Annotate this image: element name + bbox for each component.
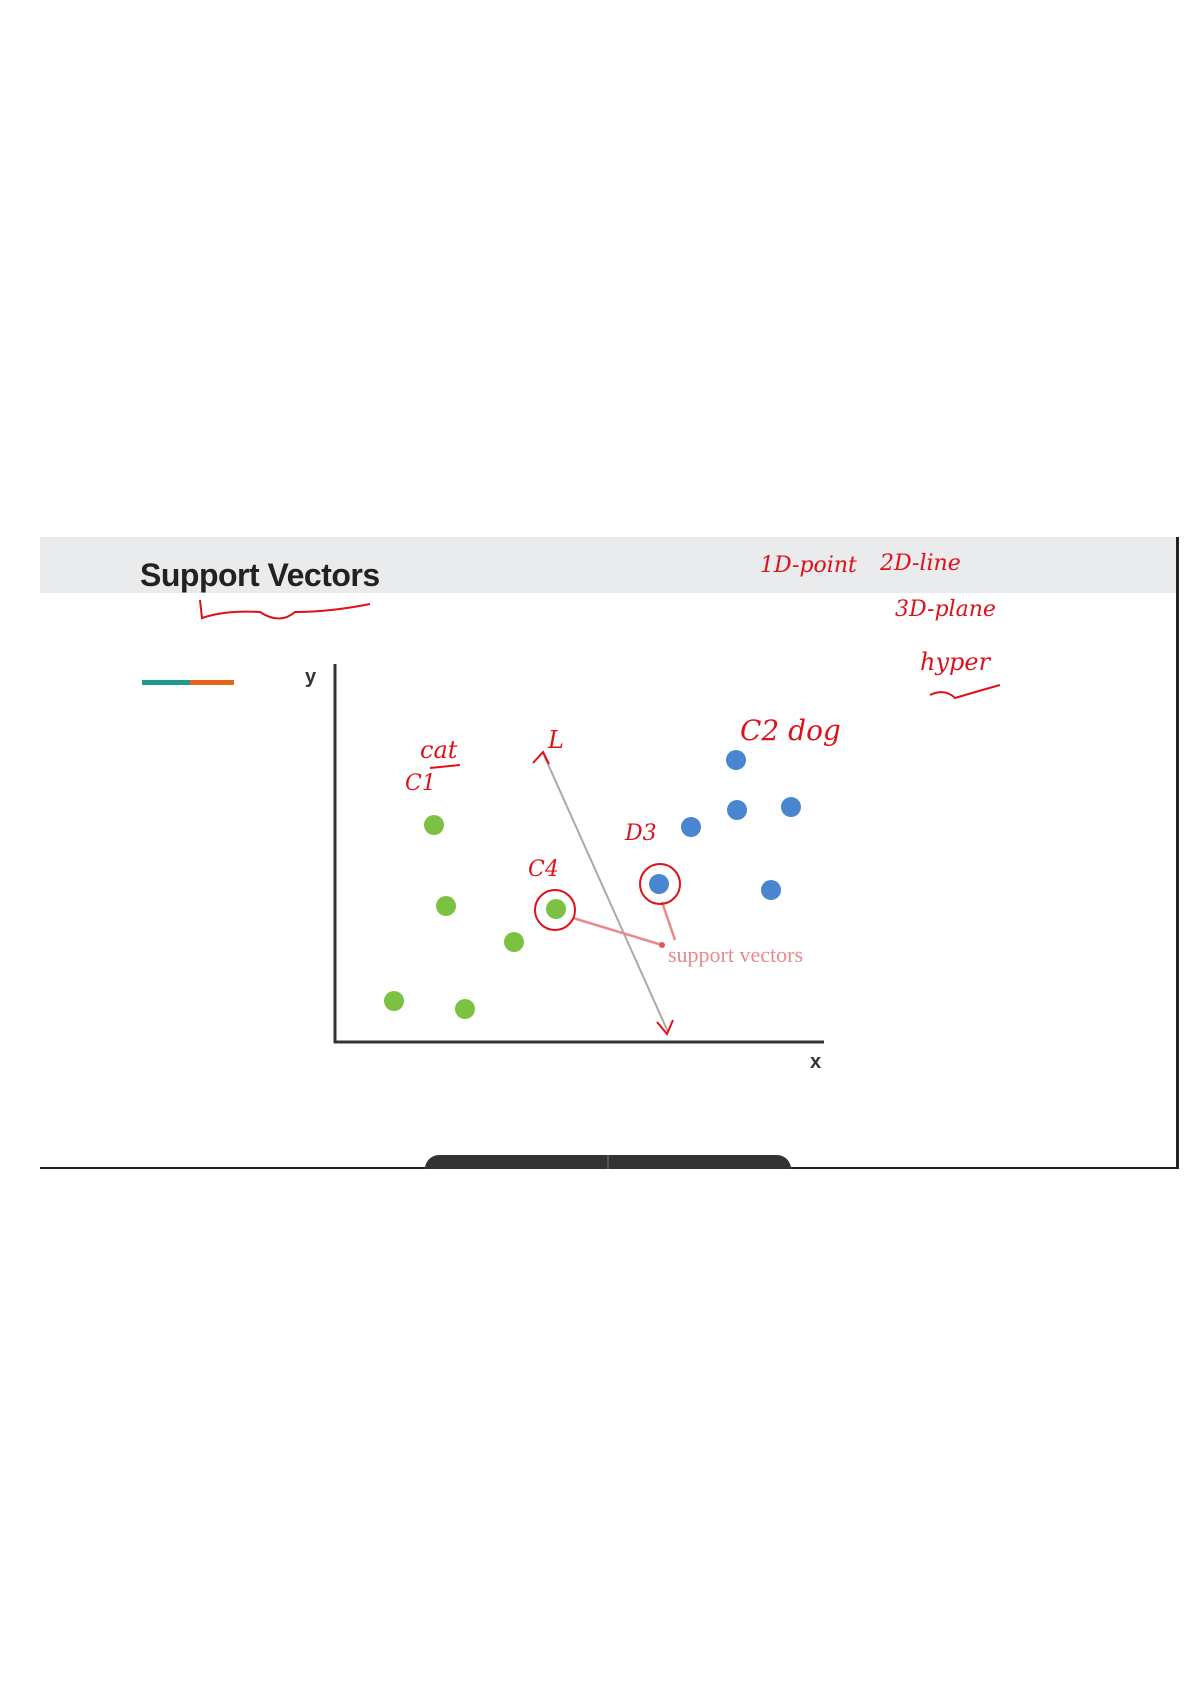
arrow-up-icon [532,750,550,765]
callout-pointer [572,916,663,947]
bottom-toolbar-handle[interactable] [425,1155,791,1169]
ink-circle-d3 [639,863,681,905]
page-title: Support Vectors [140,557,380,593]
accent-bar [142,680,234,685]
note-d3: D3 [624,821,657,846]
dog-point [727,800,747,820]
separating-line [542,752,669,1033]
cat-point [546,899,566,919]
dog-point [681,817,701,837]
dog-point [649,874,669,894]
ink-circle-c4 [534,889,576,931]
cat-point [455,999,475,1019]
x-axis-label: x [810,1051,821,1073]
support-vectors-label: support vectors [668,942,803,967]
y-axis-label: y [305,666,317,688]
header-band [40,537,1176,593]
note-1d-point: 1D-point [760,553,857,578]
cat-point [504,932,524,952]
note-cat: cat [420,736,458,764]
callout-pointer [660,901,677,941]
title-underline-brace [199,599,371,620]
dog-point [781,797,801,817]
note-2d-line: 2D-line [879,551,961,576]
note-3d-plane: 3D-plane [895,597,996,622]
note-hyper: hyper [920,648,992,676]
cat-point [424,815,444,835]
cat-point [436,896,456,916]
slide: Support Vectors [40,537,1179,1169]
note-c1: C1 [405,771,436,796]
cat-point [384,991,404,1011]
note-c2-dog: C2 dog [740,714,841,747]
note-c4: C4 [528,857,559,882]
note-line-l: L [547,726,564,754]
dog-point [726,750,746,770]
hyper-underline [929,684,1001,700]
dog-point [761,880,781,900]
arrow-down-icon [656,1019,674,1036]
